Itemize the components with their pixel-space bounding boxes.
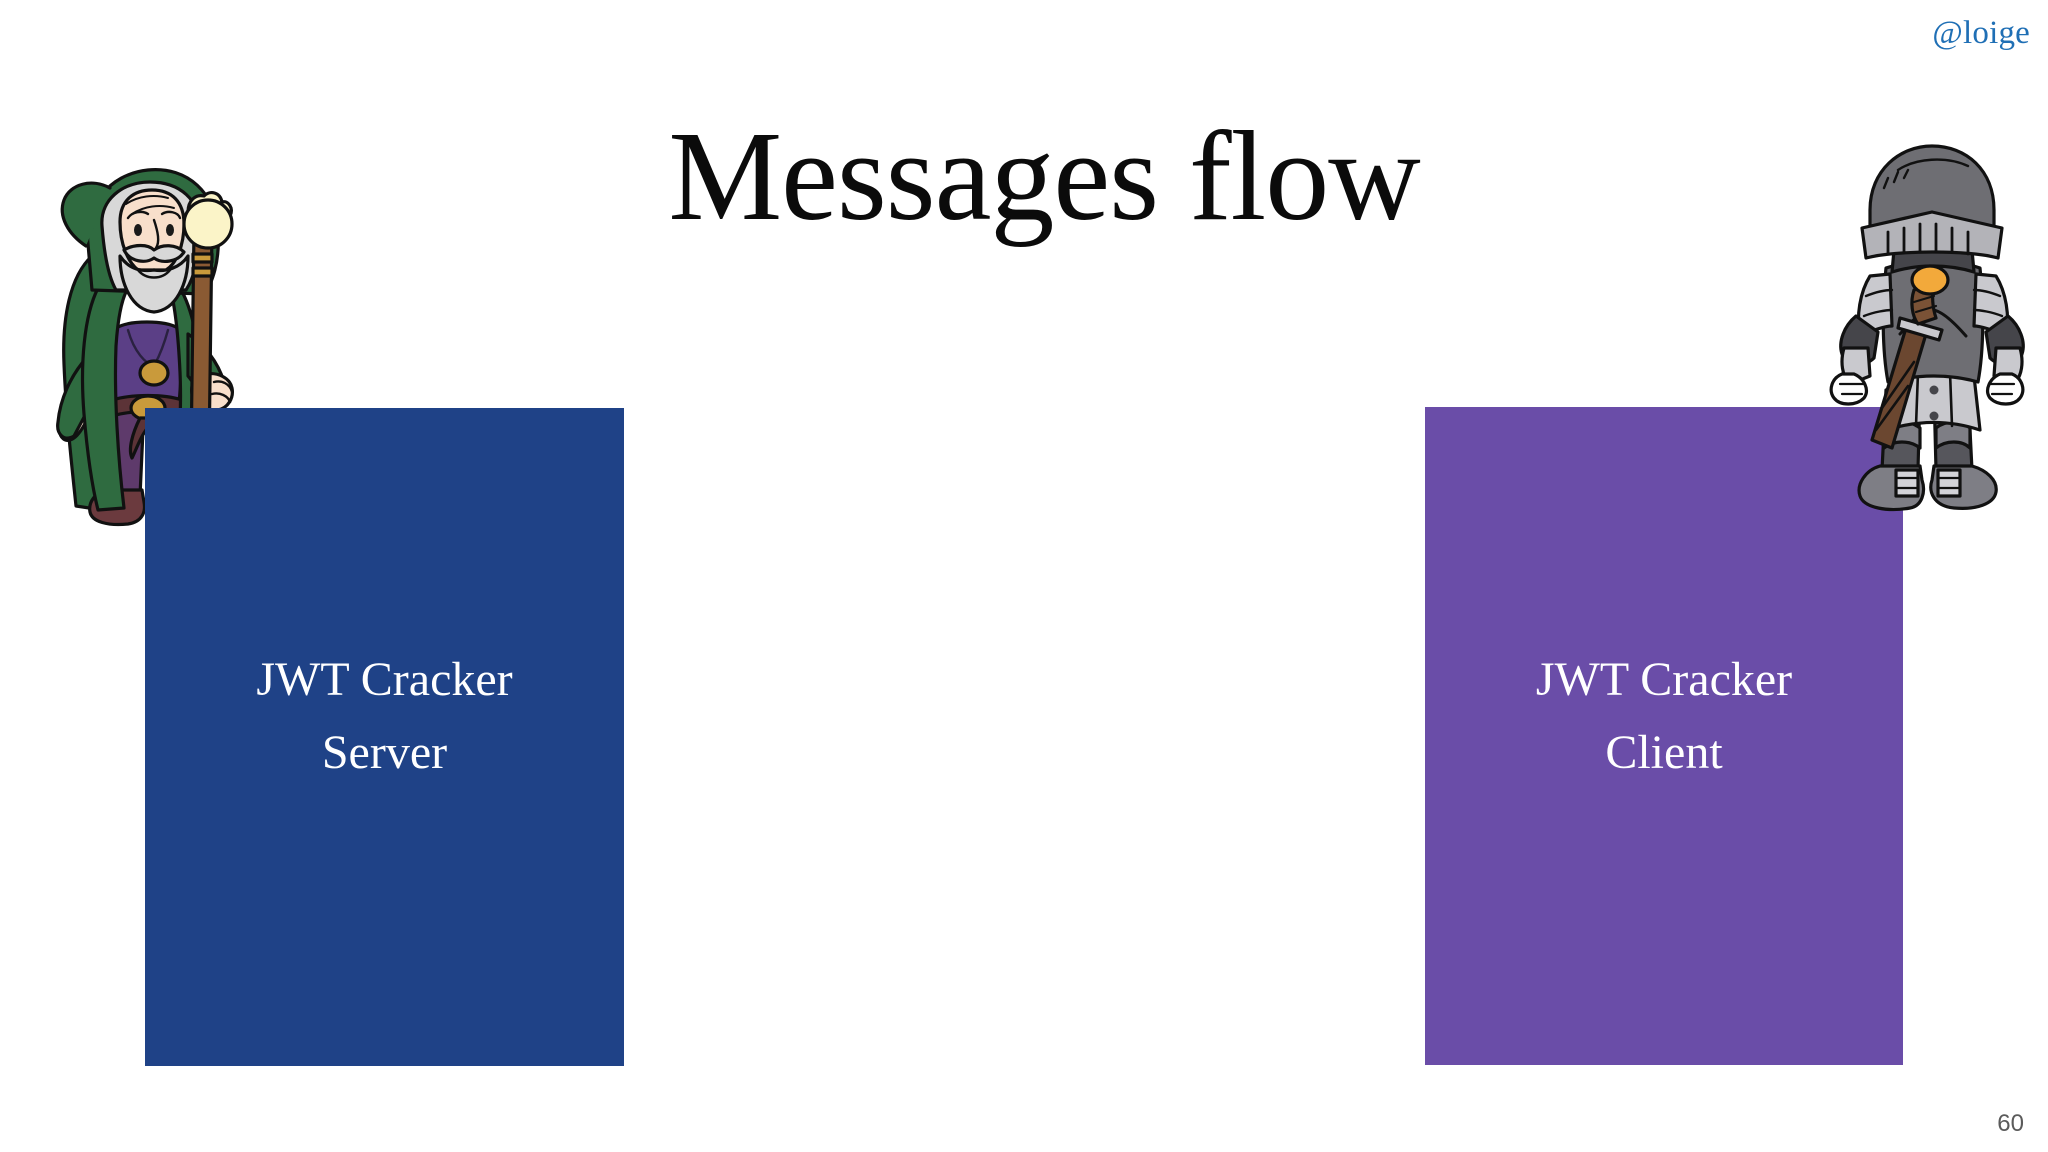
server-box: JWT Cracker Server (145, 408, 624, 1066)
knight-character (1822, 140, 2032, 530)
server-box-line-2: Server (321, 725, 448, 779)
page-number: 60 (1997, 1110, 2024, 1137)
client-box-line-2: Client (1605, 725, 1723, 779)
author-handle[interactable]: @loige (1932, 15, 2030, 51)
page-title: Messages flow (668, 105, 1420, 247)
client-box: JWT Cracker Client (1425, 407, 1903, 1065)
server-box-line-1: JWT Cracker (256, 653, 513, 706)
client-box-line-1: JWT Cracker (1535, 653, 1793, 706)
